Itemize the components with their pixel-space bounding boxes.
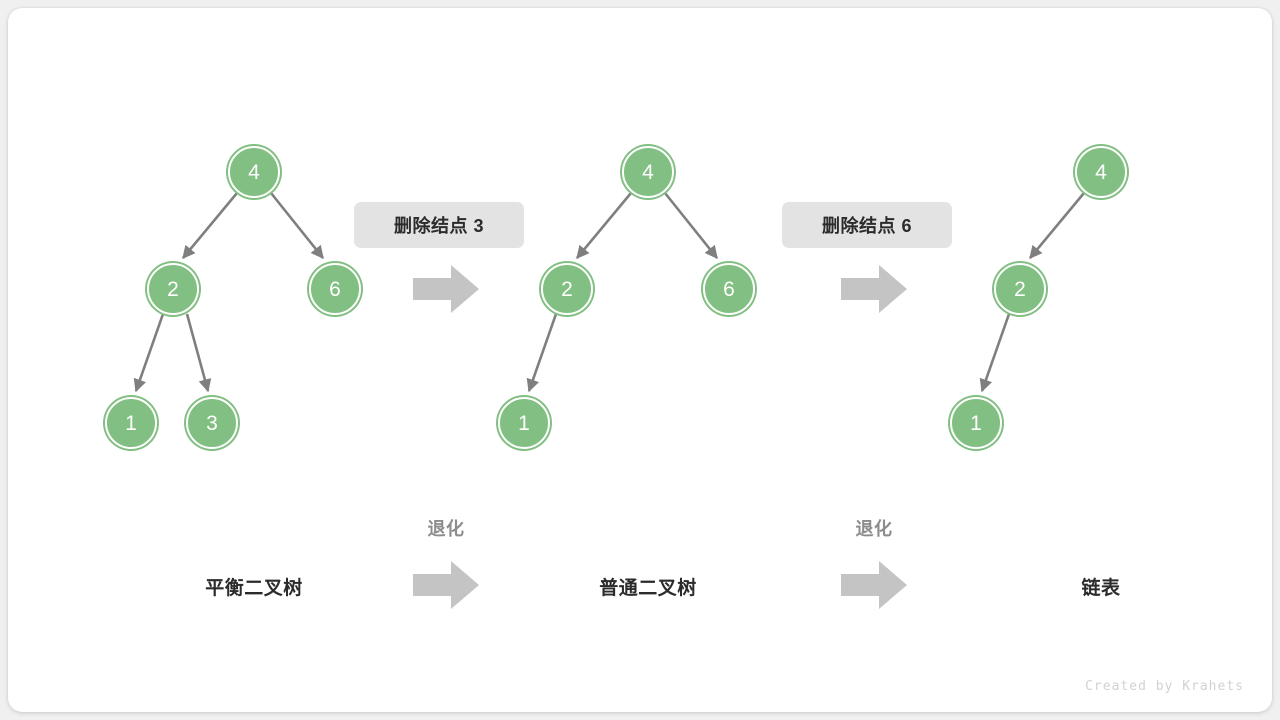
tree-node[interactable]: 1 [105, 397, 157, 449]
tree-node[interactable]: 4 [1075, 146, 1127, 198]
operation-badge-delete-6[interactable]: 删除结点 6 [782, 202, 952, 248]
operation-badge-delete-3[interactable]: 删除结点 3 [354, 202, 524, 248]
tree-node[interactable]: 2 [147, 263, 199, 315]
transition-label-degenerate-1: 退化 [427, 519, 465, 539]
edge-4-2 [576, 192, 632, 259]
tree-node[interactable]: 6 [703, 263, 755, 315]
edge-2-1 [526, 313, 558, 393]
caption-linked-list: 链表 [1081, 578, 1121, 599]
edge-4-6 [663, 192, 719, 260]
edge-2-1 [133, 313, 165, 393]
caption-ordinary-binary-tree: 普通二叉树 [599, 578, 697, 599]
tree-node[interactable]: 1 [950, 397, 1002, 449]
flow-arrow-bottom-1 [413, 561, 479, 609]
tree-node[interactable]: 1 [498, 397, 550, 449]
tree-node[interactable]: 6 [309, 263, 361, 315]
tree-node[interactable]: 4 [228, 146, 280, 198]
diagram-card: 4 2 6 1 3 4 2 6 1 4 2 1 删除结点 3 删除结点 6 退化… [8, 8, 1272, 712]
tree-node[interactable]: 2 [994, 263, 1046, 315]
caption-balanced-binary-tree: 平衡二叉树 [205, 578, 303, 599]
tree-node[interactable]: 3 [186, 397, 238, 449]
flow-arrow-bottom-2 [841, 561, 907, 609]
tree-node[interactable]: 4 [622, 146, 674, 198]
edge-2-1 [979, 313, 1011, 393]
transition-label-degenerate-2: 退化 [855, 519, 893, 539]
flow-arrow-top-2 [841, 265, 907, 313]
tree-node[interactable]: 2 [541, 263, 593, 315]
edge-4-2 [182, 192, 238, 259]
diagram-stage: 4 2 6 1 3 4 2 6 1 4 2 1 删除结点 3 删除结点 6 退化… [8, 8, 1272, 712]
watermark-credit: Created by Krahets [1085, 679, 1244, 694]
tree-edges-layer [133, 192, 1085, 393]
edge-2-3 [185, 313, 212, 393]
edge-4-6 [269, 192, 325, 260]
edge-4-2 [1029, 192, 1085, 259]
flow-arrow-top-1 [413, 265, 479, 313]
